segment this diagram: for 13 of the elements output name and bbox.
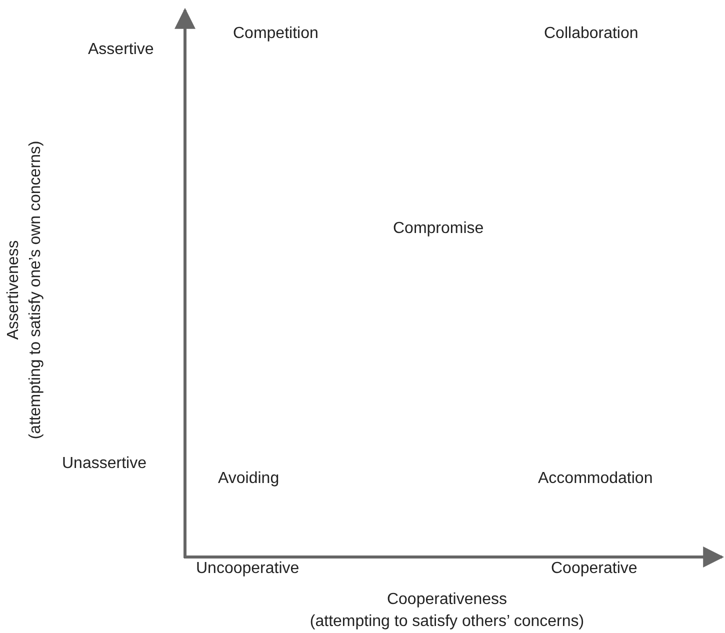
axis-level-label: Uncooperative xyxy=(196,559,300,579)
axis-level-label: Unassertive xyxy=(62,454,146,474)
axis-title: Cooperativeness xyxy=(386,590,508,610)
mode-label: Compromise xyxy=(393,219,484,239)
mode-label: Avoiding xyxy=(218,469,280,489)
axis-level-label: Assertive xyxy=(88,40,154,60)
axis-title: Assertiveness xyxy=(4,240,23,340)
axis-level-label: Cooperative xyxy=(551,559,638,579)
mode-label: Competition xyxy=(233,24,318,44)
mode-label: Collaboration xyxy=(544,24,638,44)
axis-subtitle: (attempting to satisfy others’ concerns) xyxy=(310,612,584,632)
mode-label: Accommodation xyxy=(538,469,653,489)
axis-subtitle: (attempting to satisfy one’s own concerns) xyxy=(26,140,45,440)
